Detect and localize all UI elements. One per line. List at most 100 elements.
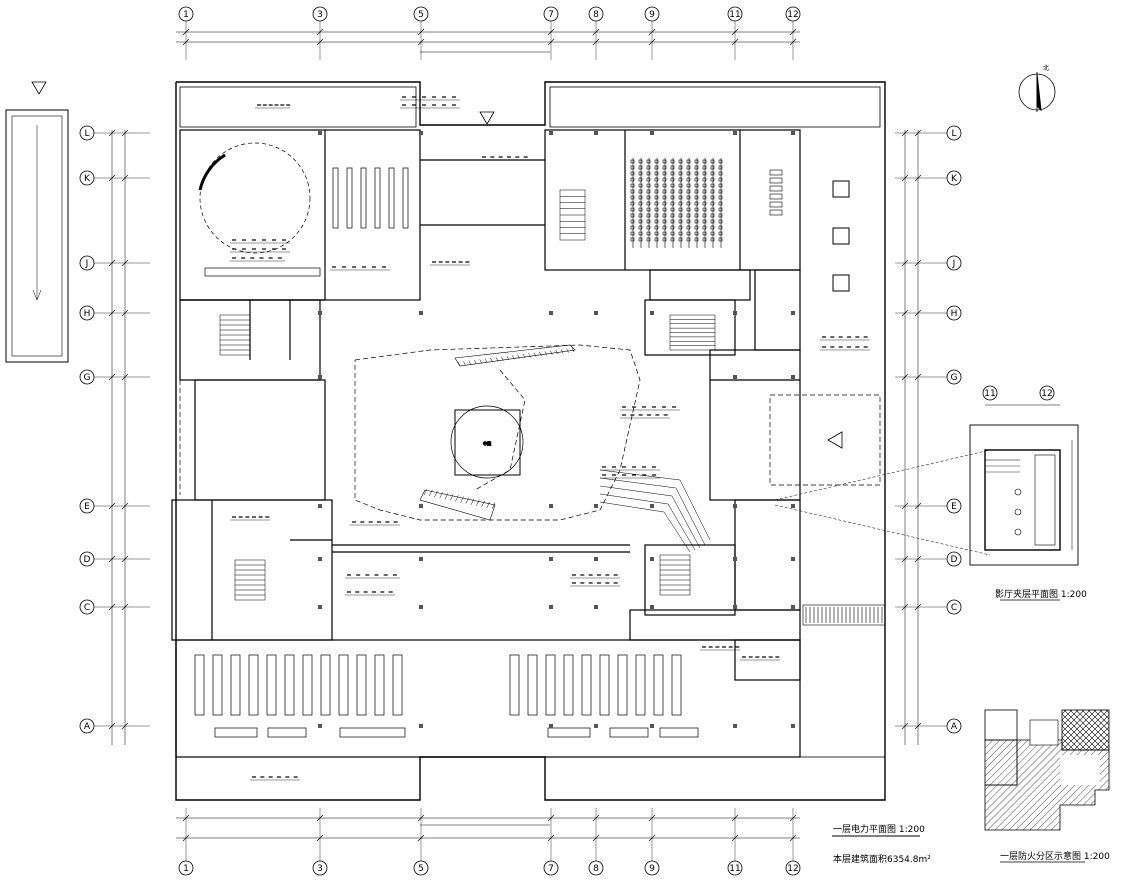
svg-text:9: 9: [649, 10, 655, 20]
axis-bubble-bottom-5: 5: [413, 860, 429, 876]
area-note: 本层建筑面积6354.8m²: [833, 853, 931, 865]
svg-text:3: 3: [317, 864, 323, 874]
svg-text:A: A: [84, 722, 91, 732]
axis-bubble-top-9: 9: [644, 6, 660, 22]
fire-zoning-plan: [984, 709, 1110, 831]
axis-bubble-left-C: C: [79, 599, 95, 615]
svg-text:9: 9: [649, 864, 655, 874]
axis-bubble-right-L: L: [946, 125, 962, 141]
svg-text:12: 12: [787, 864, 798, 874]
svg-text:7: 7: [548, 10, 554, 20]
axis-bubble-bottom-9: 9: [644, 860, 660, 876]
axis-bubble-left-D: D: [79, 551, 95, 567]
building-outline: [175, 81, 886, 801]
svg-text:C: C: [84, 603, 90, 613]
axis-bubble-right-G: G: [946, 369, 962, 385]
captions: 一层电力平面图 1:200 本层建筑面积6354.8m² 影厅夹层平面图 1:2…: [832, 588, 1110, 865]
entrance-markers: [31, 81, 843, 449]
axis-bubble-bottom-3: 3: [312, 860, 328, 876]
axis-bubble-top-8: 8: [588, 6, 604, 22]
axis-bubble-left-H: H: [79, 305, 95, 321]
mezzanine-axis-11: 11: [982, 385, 998, 401]
entrance-ramp: [802, 604, 886, 626]
svg-text:H: H: [951, 309, 958, 319]
axis-bubble-right-D: D: [946, 551, 962, 567]
svg-text:K: K: [84, 174, 91, 184]
svg-text:11: 11: [729, 864, 740, 874]
axis-bubble-right-E: E: [946, 498, 962, 514]
svg-text:G: G: [84, 373, 91, 383]
svg-text:L: L: [84, 129, 89, 139]
storage-shelves-top: [204, 167, 409, 277]
svg-text:11: 11: [729, 10, 740, 20]
axis-bubble-bottom-1: 1: [178, 860, 194, 876]
main-plan-title: 一层电力平面图 1:200: [833, 823, 925, 835]
svg-text:C: C: [951, 603, 957, 613]
svg-text:8: 8: [593, 864, 599, 874]
skylight-squares: [832, 180, 850, 292]
cinema-seating: [630, 158, 783, 248]
svg-text:1: 1: [183, 10, 189, 20]
svg-text:12: 12: [787, 10, 798, 20]
svg-text:H: H: [84, 309, 91, 319]
svg-text:D: D: [84, 555, 91, 565]
svg-text:J: J: [952, 259, 956, 269]
atrium-outline: [179, 344, 881, 521]
axis-bubble-right-C: C: [946, 599, 962, 615]
axis-bubble-left-J: J: [79, 255, 95, 271]
axis-bubble-top-12: 12: [785, 6, 801, 22]
axis-bubble-right-K: K: [946, 170, 962, 186]
north-label: 北: [1043, 64, 1049, 72]
svg-text:K: K: [951, 174, 958, 184]
axis-bubble-top-11: 11: [727, 6, 743, 22]
axis-bubble-bottom-8: 8: [588, 860, 604, 876]
svg-text:A: A: [951, 722, 958, 732]
column-axis-bottom: 1 3 5 7 8 9 11 12: [178, 808, 801, 876]
storage-shelves-bottom: [194, 654, 699, 738]
dimension-ticks: [108, 28, 922, 842]
svg-text:5: 5: [418, 864, 424, 874]
circuit-annotations: [230, 96, 870, 781]
svg-text:3: 3: [317, 10, 323, 20]
svg-text:G: G: [951, 373, 958, 383]
axis-bubble-right-H: H: [946, 305, 962, 321]
row-axis-left: L K J H G E D C A: [79, 125, 150, 734]
svg-text:1: 1: [183, 864, 189, 874]
axis-bubble-right-J: J: [946, 255, 962, 271]
mezzanine-axis-12: 12: [1039, 385, 1055, 401]
svg-text:E: E: [951, 502, 957, 512]
axis-bubble-right-A: A: [946, 718, 962, 734]
axis-bubble-bottom-11: 11: [727, 860, 743, 876]
circular-hall: [198, 142, 311, 254]
axis-bubble-left-G: G: [79, 369, 95, 385]
stairwells: [219, 189, 716, 601]
svg-text:D: D: [951, 555, 958, 565]
row-axis-right: L K J H G E D C A: [895, 125, 962, 734]
svg-text:E: E: [84, 502, 90, 512]
axis-bubble-top-7: 7: [543, 6, 559, 22]
escalator-treads: [423, 347, 575, 510]
atrium-feature: 中庭: [450, 405, 524, 479]
mezzanine-detail: [969, 404, 1079, 566]
svg-text:中庭: 中庭: [483, 440, 491, 446]
svg-text:11: 11: [984, 389, 995, 399]
svg-text:12: 12: [1041, 389, 1052, 399]
svg-text:J: J: [85, 259, 89, 269]
svg-text:L: L: [951, 129, 956, 139]
axis-bubble-top-1: 1: [178, 6, 194, 22]
axis-bubble-left-K: K: [79, 170, 95, 186]
axis-bubble-left-A: A: [79, 718, 95, 734]
axis-bubble-left-L: L: [79, 125, 95, 141]
svg-text:8: 8: [593, 10, 599, 20]
zoning-plan-title: 一层防火分区示意图 1:200: [1000, 850, 1110, 862]
axis-bubble-top-5: 5: [413, 6, 429, 22]
structural-columns: [318, 131, 795, 728]
hall-plan-title: 影厅夹层平面图 1:200: [995, 588, 1087, 600]
axis-bubble-bottom-7: 7: [543, 860, 559, 876]
axis-bubble-top-3: 3: [312, 6, 328, 22]
dimension-lines: [111, 31, 919, 839]
section-strip: [5, 109, 69, 363]
svg-text:5: 5: [418, 10, 424, 20]
axis-bubble-bottom-12: 12: [785, 860, 801, 876]
